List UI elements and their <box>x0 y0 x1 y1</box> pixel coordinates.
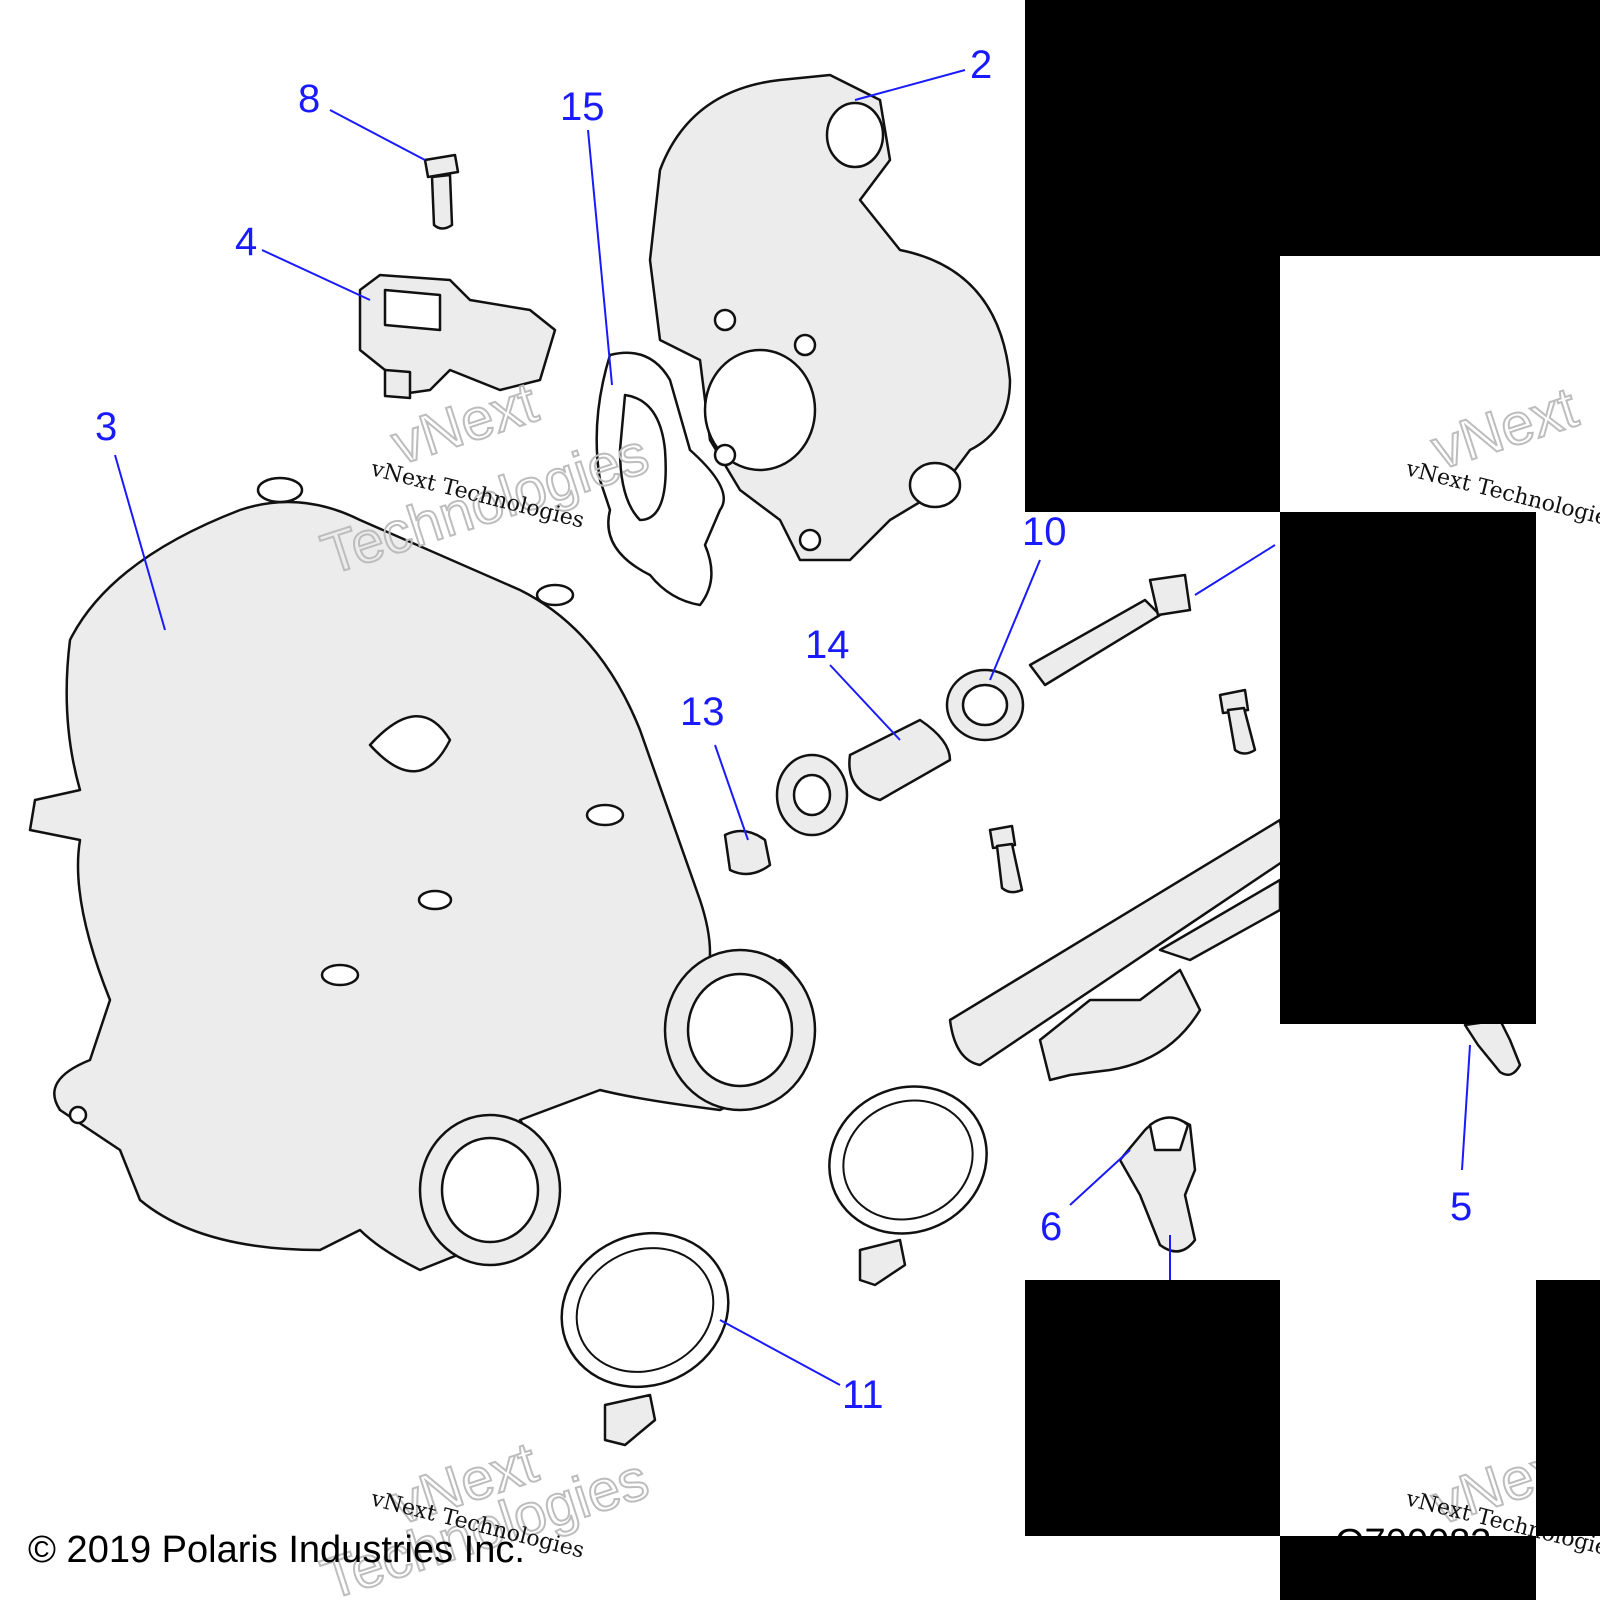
callout-15: 15 <box>560 85 605 129</box>
redaction-blocks <box>1025 0 1600 1600</box>
throttle-body-part <box>648 73 1012 562</box>
redaction-block-4 <box>1025 1280 1280 1536</box>
fuel-injector-right-part <box>1463 1018 1522 1077</box>
callout-2: 2 <box>970 43 992 87</box>
rail-bolt-part <box>988 688 1257 894</box>
redaction-block-2 <box>1280 0 1600 256</box>
map-sensor-part <box>358 273 557 400</box>
fuel-injector-part <box>1118 1116 1197 1253</box>
callout-14: 14 <box>805 623 850 667</box>
callout-3: 3 <box>95 405 117 449</box>
hose-clamp-lower-part <box>560 1231 730 1447</box>
redaction-block-3 <box>1280 512 1536 1024</box>
callout-8: 8 <box>298 77 320 121</box>
copyright-notice: © 2019 Polaris Industries Inc. <box>28 1529 525 1571</box>
hose-clamp-upper-part <box>828 1085 988 1287</box>
redaction-block-1 <box>1025 0 1280 512</box>
callout-11: 11 <box>842 1373 884 1417</box>
gasket-part <box>595 351 725 607</box>
callout-13: 13 <box>680 690 725 734</box>
leader-lines <box>114 69 1471 1386</box>
callout-5: 5 <box>1450 1185 1472 1229</box>
intake-manifold-part <box>28 476 817 1272</box>
callout-6: 6 <box>1040 1205 1062 1249</box>
callout-10: 10 <box>1022 510 1067 554</box>
fuel-rail-part <box>948 818 1287 1082</box>
bolt-part <box>423 153 460 230</box>
redaction-block-6 <box>1536 1280 1600 1536</box>
redaction-block-5 <box>1280 1536 1536 1600</box>
bushing-stack-part <box>723 573 1192 876</box>
callout-labels: 8 15 2 4 3 10 14 13 11 6 5 <box>95 43 1472 1417</box>
callout-4: 4 <box>235 220 257 264</box>
watermark-bottom: vNext Technologies vNext Technologies <box>313 1429 657 1600</box>
